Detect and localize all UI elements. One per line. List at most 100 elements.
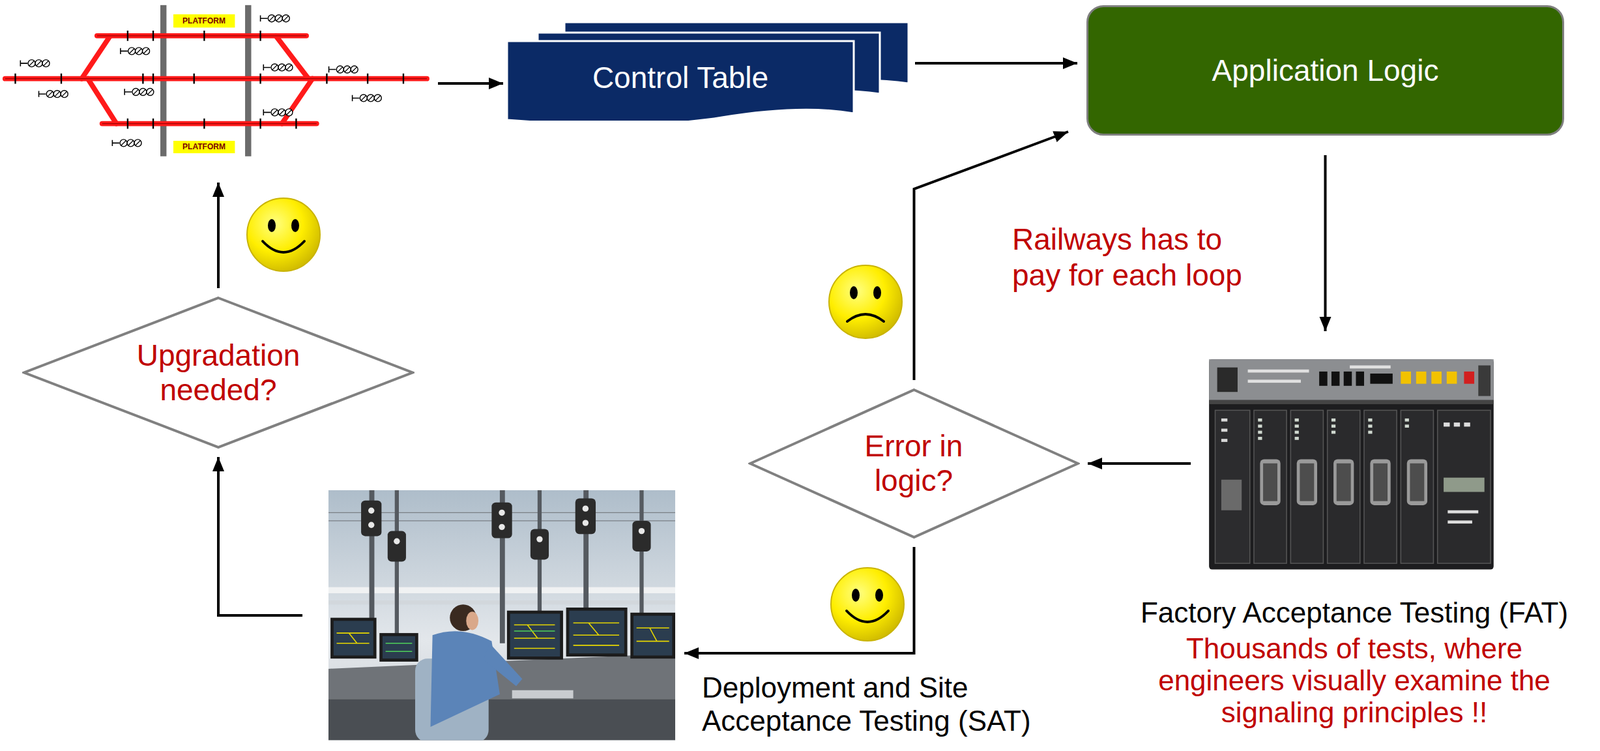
- equipment-illustration: [1294, 430, 1299, 435]
- control-room-illustration: [382, 636, 416, 659]
- equipment-illustration: [1478, 365, 1491, 397]
- decision-diamond: Upgradation needed?: [22, 295, 415, 450]
- equipment-illustration: [1463, 422, 1470, 427]
- equipment-illustration: [1331, 418, 1336, 422]
- equipment-illustration: [1409, 463, 1425, 502]
- happy-face: [830, 567, 904, 641]
- track-layout-drawing: [5, 78, 427, 79]
- track-layout-drawing: [173, 14, 235, 28]
- equipment-illustration: [1367, 430, 1372, 435]
- happy-face: [247, 198, 320, 272]
- decision-diamond: Error in logic?: [748, 387, 1080, 539]
- control-room-illustration: [330, 617, 377, 659]
- equipment-illustration: [1407, 459, 1428, 506]
- control-room-illustration: [333, 610, 673, 659]
- control-room-illustration: [582, 505, 589, 511]
- equipment-illustration: [1367, 424, 1372, 428]
- control-room-illustration: [633, 615, 672, 655]
- flow-arrow: [218, 456, 303, 616]
- control-room-illustration: [385, 643, 413, 652]
- annotation-note: Thousands of tests, where engineers visu…: [1126, 632, 1583, 729]
- track-layout-drawing: [263, 108, 293, 117]
- track-layout-drawing: [15, 30, 404, 129]
- control-room-illustration: [510, 613, 561, 657]
- flow-arrow: [684, 546, 915, 654]
- equipment-illustration: [1253, 409, 1434, 564]
- equipment-illustration: [1263, 463, 1278, 502]
- control-room-illustration: [368, 505, 645, 544]
- happy-face: [267, 218, 276, 233]
- equipment-illustration: [1208, 400, 1494, 405]
- equipment-illustration: [1355, 371, 1365, 386]
- equipment-photo: Factory Acceptance Testing (FAT)Thousand…: [1207, 357, 1496, 572]
- document-stack: Control Table: [507, 22, 909, 121]
- control-room-illustration: [530, 528, 549, 560]
- happy-face: [846, 610, 889, 622]
- track-layout-drawing: [5, 5, 427, 157]
- equipment-illustration: [1208, 359, 1494, 569]
- control-room-illustration: [465, 611, 479, 630]
- equipment-illustration: [1215, 409, 1251, 564]
- equipment-illustration: [1263, 463, 1425, 502]
- control-room-illustration: [328, 490, 676, 740]
- control-room-illustration: [575, 498, 596, 535]
- photo-caption: Deployment and Site Acceptance Testing (…: [701, 671, 1067, 738]
- control-room-illustration: [328, 490, 676, 740]
- track-layout-drawing: [112, 139, 142, 147]
- equipment-illustration: [1400, 371, 1411, 384]
- equipment-illustration: [1259, 459, 1428, 506]
- equipment-illustration: [1431, 371, 1442, 384]
- track-layout-drawing: [5, 35, 427, 124]
- equipment-illustration: [1208, 359, 1494, 401]
- track-layout-drawing: [263, 63, 293, 72]
- equipment-illustration: [1294, 418, 1299, 422]
- equipment-illustration: [1454, 422, 1460, 427]
- equipment-illustration: [1349, 365, 1391, 369]
- flow-arrow: [217, 182, 220, 289]
- document-sheet: [507, 41, 854, 121]
- equipment-illustration: [1405, 424, 1410, 428]
- track-layout-drawing: [120, 47, 150, 55]
- control-room-illustration: [361, 500, 382, 537]
- flow-arrow: [1087, 462, 1191, 465]
- control-room-illustration: [566, 607, 628, 657]
- sad-face: [873, 286, 882, 300]
- track-layout: PLATFORMPLATFORM: [0, 0, 435, 163]
- flow-arrow: [1324, 155, 1327, 332]
- equipment-illustration: [1253, 409, 1287, 564]
- equipment-illustration: [1217, 367, 1238, 393]
- control-room-illustration: [483, 643, 523, 687]
- control-room-illustration: [573, 622, 620, 645]
- control-room-illustration: [568, 610, 625, 654]
- equipment-illustration: [1369, 373, 1393, 384]
- sad-face: [829, 265, 902, 339]
- equipment-illustration: [1400, 409, 1434, 564]
- equipment-illustration: [1257, 436, 1262, 440]
- equipment-illustration: [1221, 428, 1228, 433]
- track-layout-drawing: [20, 59, 50, 68]
- equipment-illustration: [1327, 409, 1361, 564]
- equipment-illustration: [1319, 371, 1393, 386]
- equipment-illustration: [1331, 430, 1336, 435]
- control-room-illustration: [632, 520, 651, 552]
- happy-face: [830, 567, 904, 641]
- control-room-illustration: [636, 627, 670, 641]
- equipment-illustration: [1343, 371, 1353, 386]
- track-layout-drawing: [260, 14, 291, 23]
- equipment-illustration: [1294, 424, 1299, 428]
- decision-label: Error in logic?: [842, 428, 986, 498]
- equipment-illustration: [1443, 422, 1479, 524]
- equipment-illustration: [1446, 371, 1458, 384]
- flow-arrow: [437, 82, 504, 85]
- equipment-illustration: [1447, 520, 1473, 524]
- equipment-illustration: [1319, 371, 1328, 386]
- control-room-illustration: [328, 490, 676, 743]
- track-layout-drawing: [352, 94, 382, 102]
- track-layout-drawing: [39, 90, 69, 98]
- equipment-illustration: [1248, 369, 1310, 373]
- control-room-illustration: [336, 632, 370, 644]
- control-room-illustration: [368, 522, 375, 528]
- happy-face: [851, 588, 860, 602]
- equipment-illustration: [1221, 438, 1228, 442]
- equipment-illustration: [1336, 463, 1352, 502]
